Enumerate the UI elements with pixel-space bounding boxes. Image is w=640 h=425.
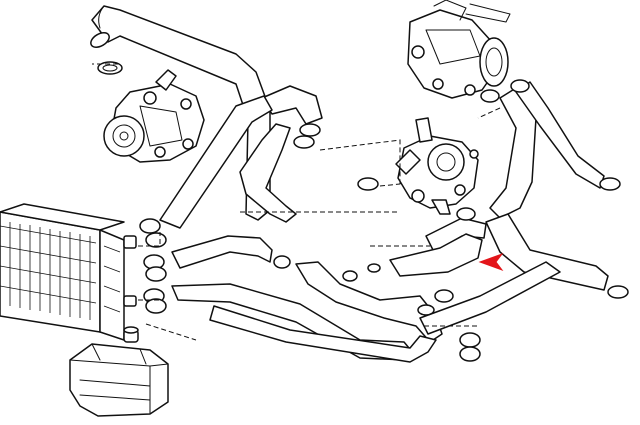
hose-clamps [97, 61, 629, 362]
leader-lines [92, 63, 501, 341]
coolant-hoses [90, 5, 609, 363]
radiator [0, 203, 137, 341]
red-arrow-pointer-icon [478, 252, 504, 272]
expansion-tank [69, 326, 169, 417]
thermostat-housing [395, 117, 479, 215]
water-pump [103, 69, 205, 163]
throttle-body [407, 0, 511, 99]
